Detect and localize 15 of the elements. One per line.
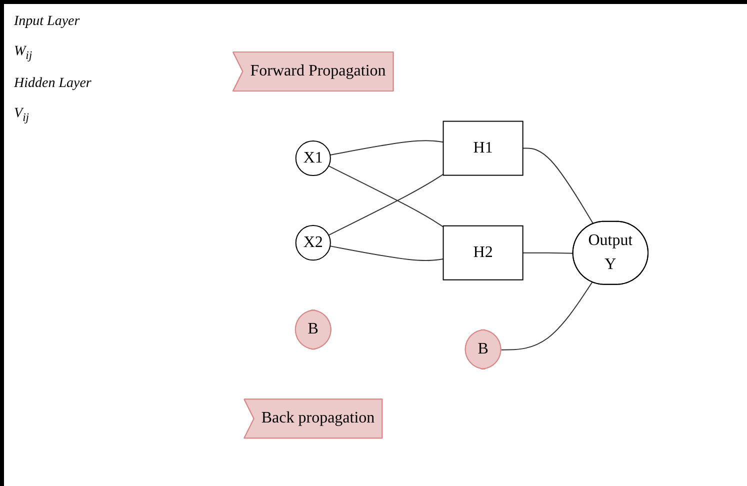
- annotation-text: Input Layer: [14, 14, 81, 30]
- annotation-text: W$_{ij}$: [14, 44, 34, 62]
- connector: [328, 165, 444, 228]
- connector: [328, 174, 444, 236]
- connector: [522, 252, 574, 254]
- node-box: H2: [442, 225, 524, 280]
- node-circle: X2: [295, 225, 331, 261]
- connector: [500, 282, 593, 350]
- node-box: H1: [442, 120, 524, 176]
- annotation-text: V$_{ij}$: [14, 106, 30, 124]
- connector: [330, 140, 444, 156]
- connector: [330, 246, 444, 262]
- node-circle: X1: [295, 140, 331, 176]
- annotation-text: Hidden Layer: [14, 76, 92, 92]
- connector: [522, 148, 594, 224]
